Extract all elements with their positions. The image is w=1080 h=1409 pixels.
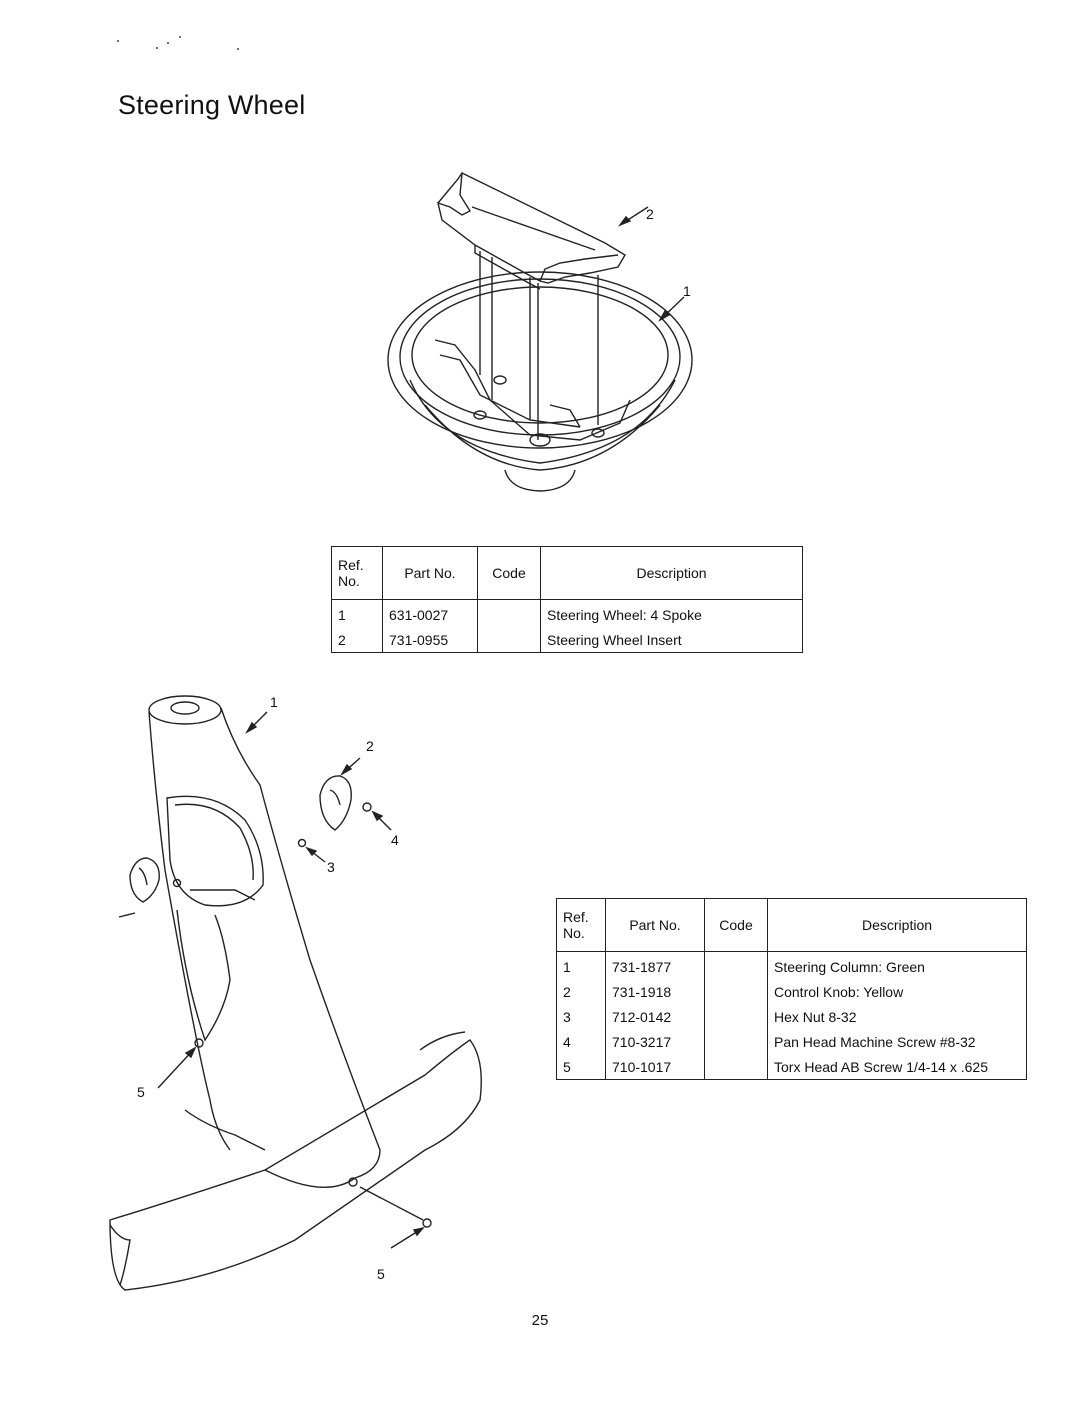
description-cell: Steering Wheel Insert [540,627,803,653]
ref-cell: 2 [556,979,606,1004]
table-row: 1 731-1877 Steering Column: Green [556,951,1027,979]
table-row: 4 710-3217 Pan Head Machine Screw #8-32 [556,1029,1027,1054]
callout-label: 2 [646,206,654,222]
code-cell [477,599,541,627]
callout-label: 3 [327,859,335,875]
part-number-cell: 731-1877 [605,951,705,979]
table-header-row: Ref. No. Part No. Code Description [556,898,1027,952]
code-cell [477,627,541,653]
ref-cell: 3 [556,1004,606,1029]
code-cell [704,1004,768,1029]
ref-cell: 2 [331,627,383,653]
scan-speck [179,36,181,38]
steering-column-illustration [148,695,381,1179]
scan-speck [237,48,239,50]
code-cell [704,1029,768,1054]
control-knob-illustration [129,775,352,903]
code-cell [704,1054,768,1080]
page-title: Steering Wheel [118,90,306,121]
page-number: 25 [531,1312,549,1329]
column-header-part-no: Part No. [605,898,705,952]
code-cell [704,979,768,1004]
column-header-description: Description [767,898,1027,952]
parts-table-steering-wheel: Ref. No. Part No. Code Description 1 631… [331,546,803,653]
parts-table-steering-column: Ref. No. Part No. Code Description 1 731… [556,898,1027,1080]
ref-cell: 1 [331,599,383,627]
column-header-ref-no: Ref. No. [556,898,606,952]
part-number-cell: 731-0955 [382,627,478,653]
part-number-cell: 710-1017 [605,1054,705,1080]
part-number-cell: 710-3217 [605,1029,705,1054]
description-cell: Steering Column: Green [767,951,1027,979]
column-header-description: Description [540,546,803,600]
scan-speck [167,42,169,44]
scan-speck [156,47,158,49]
callout-label: 1 [683,283,691,299]
description-cell: Hex Nut 8-32 [767,1004,1027,1029]
description-cell: Steering Wheel: 4 Spoke [540,599,803,627]
part-number-cell: 631-0027 [382,599,478,627]
callout-label: 1 [270,694,278,710]
column-header-code: Code [704,898,768,952]
ref-cell: 5 [556,1054,606,1080]
table-header-row: Ref. No. Part No. Code Description [331,546,803,600]
table-row: 2 731-0955 Steering Wheel Insert [331,627,803,653]
part-number-cell: 731-1918 [605,979,705,1004]
column-header-code: Code [477,546,541,600]
steering-wheel-bowl-illustration [387,271,693,492]
part-number-cell: 712-0142 [605,1004,705,1029]
ref-cell: 4 [556,1029,606,1054]
table-row: 2 731-1918 Control Knob: Yellow [556,979,1027,1004]
ref-cell: 1 [556,951,606,979]
callout-label: 4 [391,832,399,848]
column-header-ref-no: Ref. No. [331,546,383,600]
scan-speck [117,40,119,42]
callout-label: 5 [137,1084,145,1100]
description-cell: Torx Head AB Screw 1/4-14 x .625 [767,1054,1027,1080]
column-header-part-no: Part No. [382,546,478,600]
steering-column-diagram [109,695,482,1291]
table-row: 3 712-0142 Hex Nut 8-32 [556,1004,1027,1029]
steering-wheel-diagram [387,171,693,492]
table-row: 1 631-0027 Steering Wheel: 4 Spoke [331,599,803,627]
code-cell [704,951,768,979]
projection-lines [479,251,599,440]
steering-column-base-illustration [109,1031,482,1291]
description-cell: Control Knob: Yellow [767,979,1027,1004]
description-cell: Pan Head Machine Screw #8-32 [767,1029,1027,1054]
callout-label: 5 [377,1266,385,1282]
callout-label: 2 [366,738,374,754]
table-row: 5 710-1017 Torx Head AB Screw 1/4-14 x .… [556,1054,1027,1080]
